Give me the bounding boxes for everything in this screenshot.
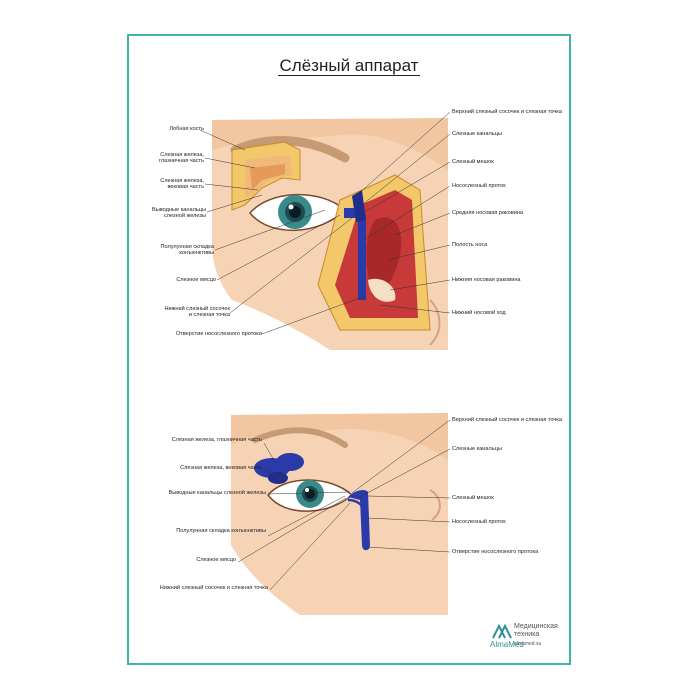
- label-b-inferior-punctum: Нижний слезный сосочек и слезная точка: [159, 585, 268, 591]
- label-b-superior-punctum: Верхний слезный сосочек и слезная точка: [452, 417, 562, 423]
- label-b-gland-palpebral: Слезная железа, вековая часть: [180, 465, 262, 471]
- label-inferior-punctum-2: и слезная точка: [188, 312, 230, 318]
- brand-name: AlmaMed: [490, 640, 524, 649]
- brand-url: almamed.su: [514, 641, 542, 647]
- almamed-logo-icon: [492, 623, 512, 639]
- label-gland-orbital-2: глазничная часть: [158, 158, 204, 164]
- label-nasolacrimal-duct: Носослезный проток: [452, 183, 506, 189]
- label-excretory-ducts-2: слезной железы: [164, 213, 206, 219]
- page-title: Слёзный аппарат: [127, 56, 571, 76]
- label-lacrimal-sac: Слезный мешок: [452, 159, 494, 165]
- label-gland-palpebral-1: Слезная железа,: [160, 178, 204, 184]
- label-inferior-punctum-1: Нижний слезный сосочек: [164, 306, 231, 312]
- label-b-gland-orbital: Слезная железа, глазничная часть: [171, 437, 262, 443]
- label-b-excretory-ducts: Выводные канальцы слезной железы: [168, 490, 266, 496]
- label-middle-concha: Средняя носовая раковина: [452, 210, 524, 216]
- top-leader-lines: [199, 111, 451, 335]
- brand-line2: техника: [514, 631, 540, 638]
- bottom-leader-lines: [237, 419, 451, 591]
- label-frontal-bone: Лобная кость: [169, 126, 204, 132]
- label-b-nasolacrimal-opening: Отверстие носослезного протока: [452, 549, 539, 555]
- label-excretory-ducts-1: Выводные канальцы: [152, 207, 206, 213]
- label-gland-palpebral-2: вековая часть: [167, 184, 204, 190]
- label-inferior-concha: Нижняя носовая раковина: [452, 277, 521, 283]
- top-face-illustration: [212, 118, 448, 350]
- label-b-plica-semilunaris: Полулунная складка конъюнктивы: [176, 528, 266, 534]
- label-caruncle: Слезное мясцо: [176, 277, 216, 283]
- label-plica-semilunaris-1: Полулунная складка: [160, 244, 214, 250]
- bottom-face-illustration: [231, 413, 448, 615]
- label-nasolacrimal-opening: Отверстие носослезного протока: [175, 331, 262, 337]
- label-b-lacrimal-sac: Слезный мешок: [452, 495, 494, 501]
- label-b-nasolacrimal-duct: Носослезный проток: [452, 519, 506, 525]
- label-b-caruncle: Слезное мясцо: [196, 557, 236, 563]
- title-text: Слёзный аппарат: [277, 56, 421, 76]
- label-canaliculi: Слезные канальцы: [452, 131, 502, 137]
- label-superior-punctum: Верхний слезный сосочек и слезная точка: [452, 109, 562, 115]
- brand-line1: Медицинская: [514, 623, 558, 630]
- label-nasal-cavity: Полость носа: [452, 242, 488, 248]
- label-inferior-meatus: Нижний носовой ход: [452, 310, 506, 316]
- label-b-canaliculi: Слезные канальцы: [452, 446, 502, 452]
- label-gland-orbital-1: Слезная железа,: [160, 152, 204, 158]
- label-plica-semilunaris-2: конъюнктивы: [179, 250, 214, 256]
